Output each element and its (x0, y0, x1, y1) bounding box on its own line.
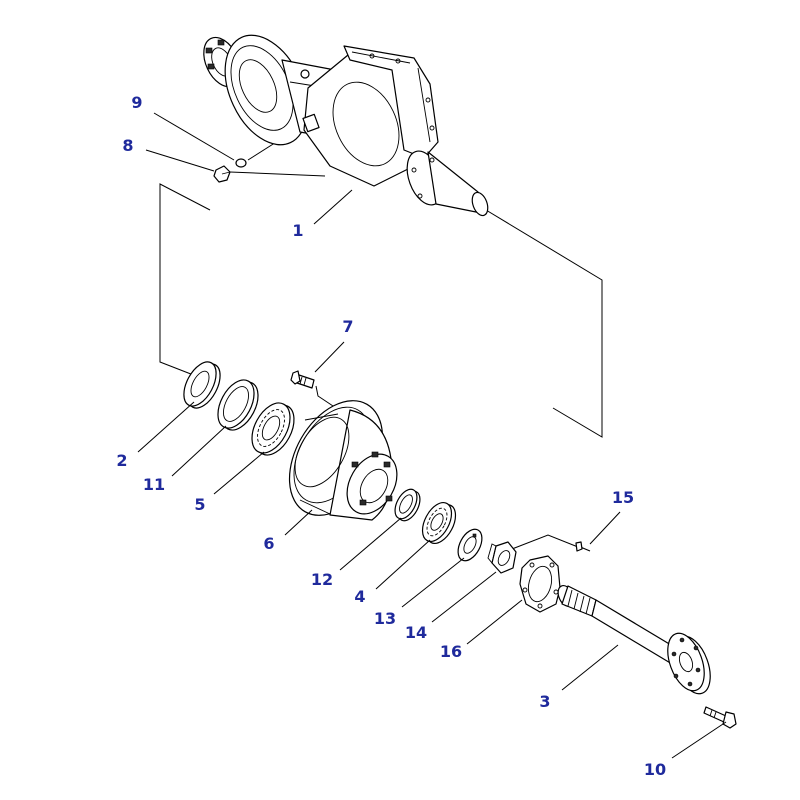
part-7-stud-bolt (290, 370, 315, 389)
callout-3: 3 (539, 692, 550, 711)
part-16-gasket (519, 555, 561, 613)
assembly-line-bolt-8 (229, 171, 326, 177)
callout-11: 11 (143, 475, 165, 494)
callout-4: 4 (354, 587, 365, 606)
leader-line-9 (153, 112, 235, 161)
callout-13: 13 (374, 609, 396, 628)
callout-16: 16 (440, 642, 462, 661)
part-3-axle-shaft (557, 585, 711, 695)
assembly-line-bolt-7 (315, 385, 337, 409)
part-8-bolt (213, 165, 231, 183)
callout-1: 1 (292, 221, 303, 240)
part-10-bolt (703, 706, 737, 729)
leader-line-2 (137, 401, 195, 453)
assembly-line-bolt-15 (511, 534, 579, 550)
callout-14: 14 (405, 623, 427, 642)
part-1-axle-housing (203, 34, 489, 217)
callout-10: 10 (644, 760, 666, 779)
leader-line-14 (431, 571, 497, 623)
callout-labels: 9 8 1 7 2 11 5 6 12 4 13 14 16 15 3 10 (116, 93, 666, 779)
part-12-ring (394, 488, 421, 522)
leader-line-8 (145, 149, 215, 172)
callout-6: 6 (263, 534, 274, 553)
part-6-wheel-hub (288, 400, 398, 521)
leader-line-3 (561, 644, 619, 691)
part-11-ring (217, 379, 259, 431)
part-14-nut (487, 541, 517, 574)
callout-2: 2 (116, 451, 127, 470)
callout-15: 15 (612, 488, 634, 507)
callout-9: 9 (131, 93, 142, 112)
leader-line-7 (314, 341, 345, 373)
leader-line-6 (284, 509, 313, 536)
callout-5: 5 (194, 495, 205, 514)
part-5-bearing (251, 402, 295, 456)
callout-12: 12 (311, 570, 333, 589)
part-9-washer (235, 158, 247, 168)
leader-line-13 (401, 557, 465, 608)
leader-line-5 (213, 451, 265, 495)
assembly-line-right (485, 209, 603, 438)
part-15-bolt (575, 541, 591, 552)
leader-line-4 (375, 539, 431, 590)
leader-line-15 (589, 511, 621, 545)
part-2-ring (183, 361, 221, 409)
leader-line-12 (339, 517, 402, 571)
assembly-line-left (159, 183, 211, 377)
leader-line-1 (313, 189, 353, 225)
leader-line-11 (171, 425, 227, 477)
part-4-bearing (421, 502, 457, 544)
leader-line-16 (466, 599, 523, 645)
callout-7: 7 (342, 317, 353, 336)
part-13-lock-washer (457, 528, 483, 562)
leader-line-10 (671, 721, 727, 759)
callout-8: 8 (122, 136, 133, 155)
